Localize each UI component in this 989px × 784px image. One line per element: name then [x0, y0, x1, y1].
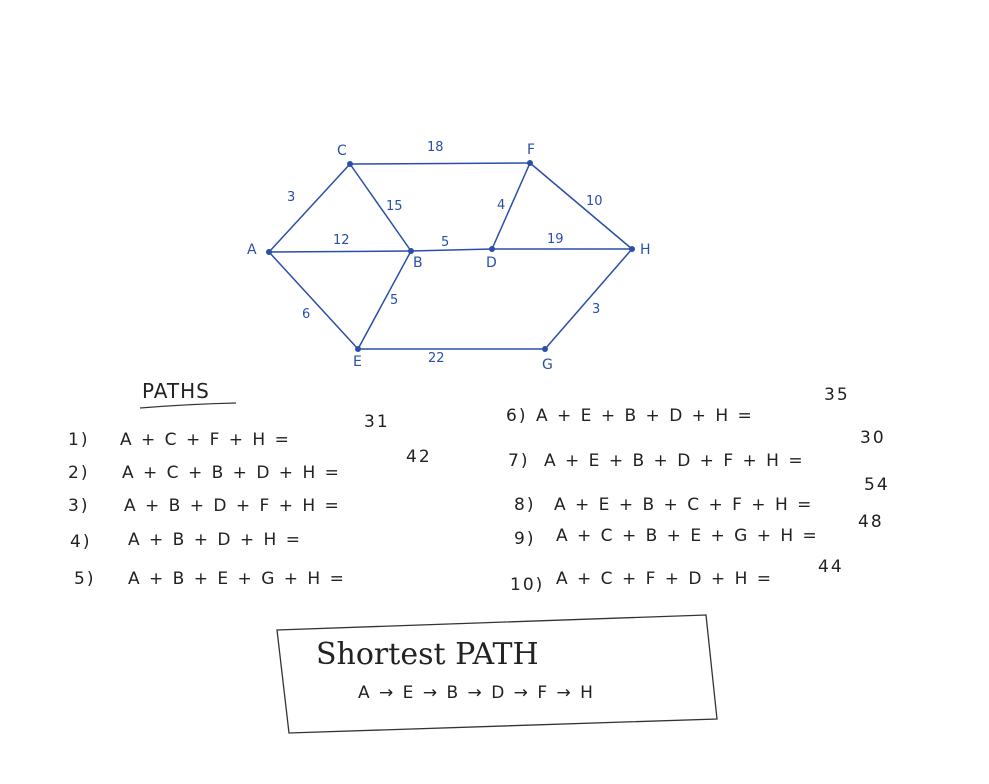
node-label-h: H	[640, 242, 651, 258]
node-h	[629, 246, 635, 252]
edge-g-h	[544, 248, 633, 350]
path-expression: A + B + E + G + H =	[128, 569, 346, 589]
path-total: 30	[860, 428, 886, 448]
graph-diagram: 3 18 15 4 10 12 5 19 6 5 22 3 A B C D E F G H	[247, 140, 651, 373]
path-row: 10) A + C + F + D + H = 44	[510, 557, 844, 595]
path-total: 48	[858, 512, 884, 532]
path-number: 2)	[68, 463, 89, 483]
path-row: 8) A + E + B + C + F + H = 54	[514, 475, 890, 515]
path-expression: A + E + B + D + H =	[536, 406, 754, 426]
path-number: 8)	[514, 495, 535, 515]
shortest-path-box: Shortest PATH A → E → B → D → F → H	[276, 614, 718, 734]
path-total: 44	[818, 557, 844, 577]
path-expression: A + C + F + D + H =	[556, 569, 773, 589]
path-number: 3)	[68, 496, 89, 516]
path-row: 1) A + C + F + H = 31	[68, 412, 390, 450]
path-total: 42	[406, 447, 432, 467]
path-number: 4)	[70, 532, 91, 552]
path-total: 35	[824, 385, 850, 405]
edge-weight-f-h: 10	[586, 194, 603, 209]
path-expression: A + C + B + E + G + H =	[556, 526, 819, 546]
edge-a-b	[268, 250, 412, 253]
path-row: 5) A + B + E + G + H =	[74, 569, 346, 589]
path-expression: A + E + B + C + F + H =	[554, 495, 813, 515]
path-number: 7)	[508, 451, 529, 471]
edge-c-b	[349, 163, 412, 252]
edge-weight-a-e: 6	[302, 307, 310, 322]
node-f	[527, 160, 533, 166]
edge-weight-e-g: 22	[428, 351, 445, 366]
edge-weight-d-h: 19	[547, 232, 564, 247]
edge-weight-c-b: 15	[386, 199, 403, 214]
path-number: 6)	[506, 406, 527, 426]
edge-c-f	[349, 162, 531, 165]
path-number: 10)	[510, 575, 544, 595]
path-row: 4) A + B + D + H =	[70, 530, 302, 552]
node-c	[347, 161, 353, 167]
edge-weight-a-b: 12	[333, 233, 350, 248]
paths-list-left: 1) A + C + F + H = 31 2) A + C + B + D +…	[68, 412, 432, 589]
path-expression: A + E + B + D + F + H =	[544, 451, 805, 471]
path-expression: A + B + D + H =	[128, 530, 302, 550]
node-g	[542, 346, 548, 352]
shortest-path-route: A → E → B → D → F → H	[358, 683, 595, 703]
node-label-b: B	[413, 255, 423, 271]
edge-weight-c-f: 18	[427, 140, 444, 155]
paths-list-right: 6) A + E + B + D + H = 35 7) A + E + B +…	[506, 385, 890, 595]
shortest-path-frame	[276, 614, 718, 734]
edge-weight-e-b: 5	[390, 293, 398, 308]
path-row: 6) A + E + B + D + H = 35	[506, 385, 850, 426]
node-label-c: C	[337, 143, 347, 159]
node-d	[489, 246, 495, 252]
path-row: 3) A + B + D + F + H =	[68, 496, 341, 516]
paths-heading: PATHS	[142, 379, 210, 403]
path-expression: A + B + D + F + H =	[124, 496, 341, 516]
path-row: 7) A + E + B + D + F + H = 30	[508, 428, 886, 471]
node-label-f: F	[527, 142, 535, 158]
graph-edges	[268, 162, 633, 350]
path-expression: A + C + F + H =	[120, 430, 291, 450]
edge-e-b	[357, 250, 412, 350]
edge-f-h	[529, 162, 633, 250]
edge-weight-a-c: 3	[287, 190, 295, 205]
node-a	[266, 249, 272, 255]
path-number: 1)	[68, 430, 89, 450]
paths-heading-underline	[139, 402, 237, 409]
node-label-d: D	[486, 255, 497, 271]
node-label-e: E	[353, 354, 362, 370]
node-e	[355, 346, 361, 352]
path-row: 9) A + C + B + E + G + H = 48	[514, 512, 884, 549]
edge-f-d	[491, 162, 531, 250]
node-b	[408, 248, 414, 254]
path-total: 31	[364, 412, 390, 432]
path-number: 9)	[514, 529, 535, 549]
graph-edge-weights: 3 18 15 4 10 12 5 19 6 5 22 3	[287, 140, 603, 366]
edge-a-e	[268, 251, 359, 350]
path-expression: A + C + B + D + H =	[122, 463, 341, 483]
edge-b-d	[410, 248, 493, 252]
edge-weight-g-h: 3	[592, 302, 600, 317]
edge-a-c	[268, 163, 351, 253]
path-total: 54	[864, 475, 890, 495]
shortest-path-title: Shortest PATH	[316, 637, 539, 672]
path-row: 2) A + C + B + D + H = 42	[68, 447, 432, 483]
edge-weight-f-d: 4	[497, 198, 505, 213]
edge-weight-b-d: 5	[441, 235, 449, 250]
node-label-a: A	[247, 242, 257, 258]
node-label-g: G	[542, 357, 553, 373]
graph-nodes: A B C D E F G H	[247, 142, 651, 373]
path-number: 5)	[74, 569, 95, 589]
